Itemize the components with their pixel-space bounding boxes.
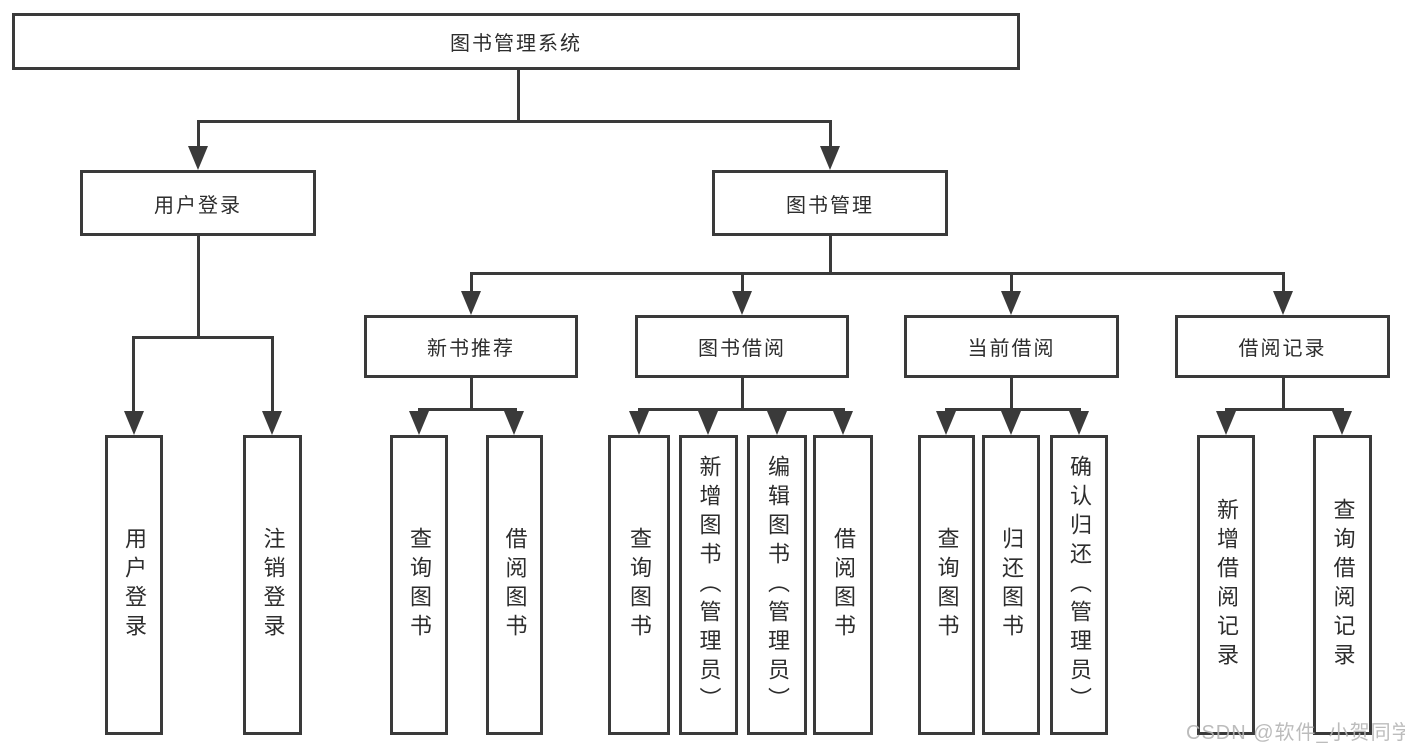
- node-book-management: 图书管理: [712, 170, 948, 236]
- leaf-confirm-return-admin-label: 确认归还（管理员）: [1067, 454, 1092, 716]
- node-root: 图书管理系统: [12, 13, 1020, 70]
- connector-line: [133, 336, 274, 339]
- arrow-down-icon: [629, 411, 649, 435]
- connector-line: [829, 236, 832, 274]
- leaf-recommend-query-book-label: 查询图书: [407, 527, 432, 643]
- arrow-down-icon: [1273, 291, 1293, 315]
- node-user-login-label: 用户登录: [154, 194, 242, 217]
- connector-line: [638, 408, 845, 411]
- arrow-down-icon: [936, 411, 956, 435]
- arrow-down-icon: [1069, 411, 1089, 435]
- csdn-watermark: CSDN @软件_小贺同学: [1186, 722, 1405, 744]
- arrow-down-icon: [1001, 291, 1021, 315]
- node-borrow-record: 借阅记录: [1175, 315, 1390, 378]
- connector-line: [741, 378, 744, 408]
- leaf-recommend-borrow-book-label: 借阅图书: [502, 527, 528, 643]
- leaf-borrow-book: 借阅图书: [813, 435, 873, 735]
- connector-line: [1010, 378, 1013, 408]
- arrow-down-icon: [1001, 411, 1021, 435]
- leaf-recommend-query-book: 查询图书: [390, 435, 448, 735]
- arrow-down-icon: [833, 411, 853, 435]
- leaf-borrow-query-book: 查询图书: [608, 435, 670, 735]
- leaf-add-book-admin-label: 新增图书（管理员）: [696, 454, 722, 716]
- leaf-borrow-query-book-label: 查询图书: [627, 527, 652, 643]
- leaf-logout: 注销登录: [243, 435, 302, 735]
- leaf-borrow-book-label: 借阅图书: [831, 527, 856, 643]
- node-borrow-record-label: 借阅记录: [1238, 338, 1327, 360]
- arrow-down-icon: [732, 291, 752, 315]
- node-book-borrow: 图书借阅: [635, 315, 849, 378]
- connector-line: [470, 272, 1285, 275]
- leaf-recommend-borrow-book: 借阅图书: [486, 435, 543, 735]
- leaf-current-query-book-label: 查询图书: [934, 527, 960, 643]
- connector-line: [1282, 378, 1285, 408]
- connector-line: [197, 236, 200, 336]
- connector-line: [1225, 408, 1344, 411]
- node-root-label: 图书管理系统: [450, 33, 582, 55]
- connector-line: [945, 408, 1081, 411]
- leaf-return-book: 归还图书: [982, 435, 1040, 735]
- node-book-management-label: 图书管理: [786, 194, 874, 217]
- node-new-book-recommend-label: 新书推荐: [427, 338, 515, 360]
- connector-line: [741, 272, 744, 292]
- connector-line: [1282, 272, 1285, 292]
- leaf-add-borrow-record-label: 新增借阅记录: [1214, 498, 1239, 672]
- node-new-book-recommend: 新书推荐: [364, 315, 578, 378]
- node-current-borrow: 当前借阅: [904, 315, 1119, 378]
- leaf-add-borrow-record: 新增借阅记录: [1197, 435, 1255, 735]
- arrow-down-icon: [1332, 411, 1352, 435]
- node-book-borrow-label: 图书借阅: [698, 338, 786, 360]
- connector-line: [829, 120, 832, 148]
- arrow-down-icon: [1216, 411, 1236, 435]
- arrow-down-icon: [409, 411, 429, 435]
- connector-line: [271, 336, 274, 412]
- leaf-query-borrow-record: 查询借阅记录: [1313, 435, 1372, 735]
- connector-line: [470, 272, 473, 292]
- leaf-return-book-label: 归还图书: [999, 527, 1024, 643]
- node-current-borrow-label: 当前借阅: [967, 338, 1056, 360]
- arrow-down-icon: [504, 411, 524, 435]
- leaf-edit-book-admin: 编辑图书（管理员）: [747, 435, 807, 735]
- connector-line: [470, 378, 473, 408]
- arrow-down-icon: [262, 411, 282, 435]
- leaf-current-query-book: 查询图书: [918, 435, 975, 735]
- arrow-down-icon: [820, 146, 840, 170]
- connector-line: [1010, 272, 1013, 292]
- connector-line: [197, 120, 832, 123]
- arrow-down-icon: [124, 411, 144, 435]
- arrow-down-icon: [767, 411, 787, 435]
- leaf-user-login-label: 用户登录: [122, 527, 147, 643]
- leaf-add-book-admin: 新增图书（管理员）: [679, 435, 738, 735]
- connector-line: [197, 120, 200, 148]
- leaf-query-borrow-record-label: 查询借阅记录: [1330, 498, 1356, 672]
- leaf-confirm-return-admin: 确认归还（管理员）: [1050, 435, 1108, 735]
- arrow-down-icon: [698, 411, 718, 435]
- connector-line: [517, 70, 520, 120]
- arrow-down-icon: [461, 291, 481, 315]
- leaf-logout-label: 注销登录: [260, 527, 286, 643]
- leaf-user-login: 用户登录: [105, 435, 163, 735]
- connector-line: [132, 336, 135, 412]
- leaf-edit-book-admin-label: 编辑图书（管理员）: [765, 454, 790, 716]
- arrow-down-icon: [188, 146, 208, 170]
- node-user-login: 用户登录: [80, 170, 316, 236]
- connector-line: [418, 408, 517, 411]
